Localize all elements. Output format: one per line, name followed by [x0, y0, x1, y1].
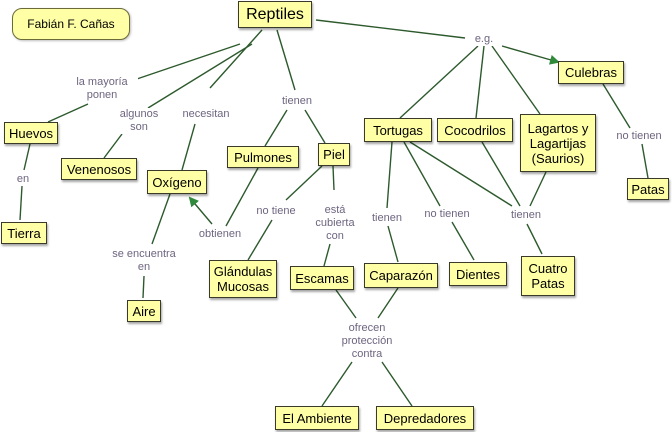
concept-huevos[interactable]: Huevos [4, 122, 58, 144]
connector-line [403, 141, 441, 207]
connector-line [332, 165, 335, 191]
concept-venenosos[interactable]: Venenosos [61, 158, 137, 180]
connector-line [602, 83, 631, 129]
connector-line [127, 43, 241, 83]
connector-line [47, 103, 89, 123]
connector-line [321, 361, 353, 407]
concept-tierra[interactable]: Tierra [1, 222, 47, 244]
concept-depredadores[interactable]: Depredadores [376, 406, 474, 430]
connector-line [491, 45, 541, 115]
author-name: Fabián F. Cañas [27, 17, 115, 31]
connector-line [377, 287, 399, 319]
connector-line [641, 143, 649, 179]
author-badge: Fabián F. Cañas [12, 8, 130, 40]
connector-line [225, 167, 259, 227]
concept-tortugas[interactable]: Tortugas [364, 118, 432, 142]
connector-line [335, 289, 357, 319]
connector-line [247, 219, 273, 261]
link-label-no-tiene: no tiene [251, 205, 301, 218]
connector-line [386, 141, 393, 209]
concept-oxigeno[interactable]: Oxígeno [147, 170, 207, 194]
concept-caparazon[interactable]: Caparazón [364, 263, 438, 288]
connector-line [181, 123, 196, 171]
connector-line [526, 223, 543, 255]
connector-line [451, 221, 475, 261]
link-label-ofrecen-proteccion-contra: ofrecen protección contra [332, 322, 402, 361]
connector-line [529, 171, 547, 207]
link-label-algunos-son: algunos son [114, 108, 164, 134]
concept-patas[interactable]: Patas [627, 178, 669, 200]
connector-line [103, 133, 123, 159]
connector-line [323, 243, 331, 267]
connector-line [381, 361, 413, 407]
connector-line [409, 141, 513, 207]
concept-glandulas-mucosas[interactable]: Glándulas Mucosas [209, 260, 277, 298]
link-label-tienen-group: tienen [504, 209, 548, 222]
connector-line [142, 275, 145, 299]
link-label-no-tienen-tortugas: no tienen [418, 208, 476, 221]
connector-line [475, 45, 485, 119]
connector-line [387, 225, 399, 263]
arrow-line-oxigeno [188, 196, 213, 225]
link-label-necesitan: necesitan [174, 108, 238, 121]
link-label-no-tienen-culebras: no tienen [610, 130, 668, 143]
arrow-line-culebras [501, 45, 560, 65]
connector-line [481, 141, 521, 207]
concept-culebras[interactable]: Culebras [558, 61, 624, 84]
connector-line [209, 29, 263, 89]
connector-line [276, 29, 296, 91]
connector-line [315, 19, 466, 39]
link-label-tienen-tortugas: tienen [366, 212, 408, 225]
concept-aire[interactable]: Aire [127, 300, 161, 322]
concept-lagartos-lagartijas[interactable]: Lagartos y Lagartijas (Saurios) [520, 114, 596, 172]
concept-pulmones[interactable]: Pulmones [227, 146, 299, 168]
concept-cuatro-patas[interactable]: Cuatro Patas [521, 256, 575, 296]
concept-escamas[interactable]: Escamas [290, 266, 354, 290]
connector-line [285, 165, 323, 201]
connector-line [147, 43, 253, 109]
concept-reptiles[interactable]: Reptiles [238, 1, 312, 28]
connector-line [399, 45, 479, 119]
concept-el-ambiente[interactable]: El Ambiente [275, 406, 359, 430]
connector-line [304, 109, 326, 144]
link-label-mayoria-ponen: la mayoría ponen [66, 76, 138, 102]
concept-piel[interactable]: Piel [318, 143, 350, 166]
link-label-tienen-reptiles: tienen [275, 95, 319, 108]
link-label-esta-cubierta-con: está cubierta con [310, 204, 360, 243]
connector-line [23, 143, 31, 171]
connector-line [151, 193, 171, 245]
connector-line [264, 109, 288, 147]
concept-dientes[interactable]: Dientes [449, 262, 507, 286]
connector-line [19, 185, 23, 221]
link-label-obtienen: obtienen [193, 228, 247, 241]
link-label-en: en [13, 173, 33, 186]
concept-cocodrilos[interactable]: Cocodrilos [437, 118, 513, 142]
link-label-eg: e.g. [468, 33, 500, 46]
link-label-se-encuentra-en: se encuentra en [104, 248, 184, 274]
